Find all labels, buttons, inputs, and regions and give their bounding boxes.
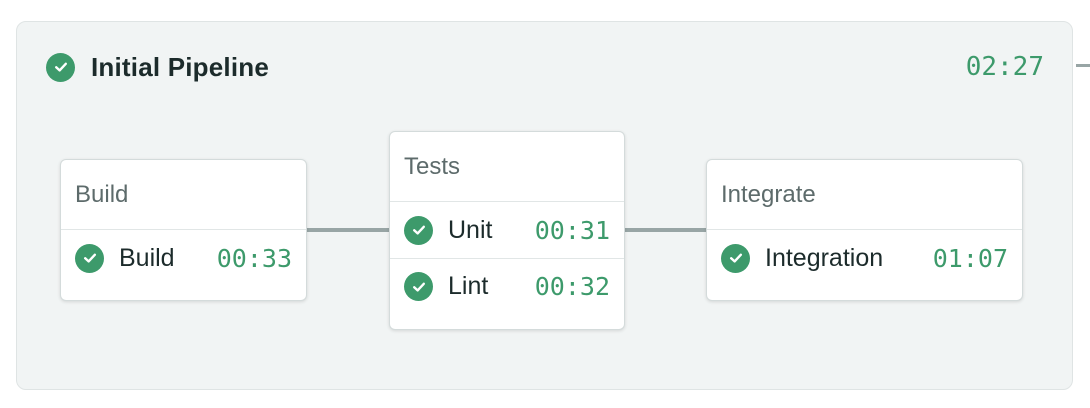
dependency-line: [306, 228, 390, 232]
pipeline-header: Initial Pipeline 02:27: [46, 51, 1044, 83]
block-build: Build Build 00:33: [60, 159, 307, 301]
job-row-lint[interactable]: Lint 00:32: [390, 258, 624, 314]
pipeline-duration: 02:27: [965, 52, 1044, 82]
block-tests: Tests Unit 00:31 Lint 00:32: [389, 131, 625, 330]
job-name[interactable]: Integration: [765, 243, 884, 272]
pipeline-title[interactable]: Initial Pipeline: [91, 51, 270, 82]
job-row-unit[interactable]: Unit 00:31: [390, 202, 624, 258]
check-circle-icon: [721, 243, 750, 273]
block-title: Tests: [390, 132, 624, 202]
check-circle-icon: [404, 272, 433, 301]
block-title: Build: [61, 160, 306, 230]
job-row-integration[interactable]: Integration 01:07: [707, 230, 1022, 286]
block-integrate: Integrate Integration 01:07: [706, 159, 1023, 301]
block-title: Integrate: [707, 160, 1022, 230]
job-row-build[interactable]: Build 00:33: [61, 230, 306, 286]
job-duration: 00:32: [534, 272, 610, 301]
job-name[interactable]: Lint: [448, 272, 489, 300]
check-circle-icon: [75, 243, 104, 273]
check-circle-icon: [404, 215, 433, 245]
check-circle-icon: [46, 52, 75, 82]
dependency-line: [624, 228, 707, 232]
job-duration: 00:33: [216, 243, 292, 273]
job-duration: 00:31: [534, 215, 610, 245]
job-name[interactable]: Build: [119, 243, 175, 272]
job-duration: 01:07: [932, 243, 1008, 273]
job-name[interactable]: Unit: [448, 215, 493, 244]
pipeline-connector: [1076, 64, 1090, 67]
